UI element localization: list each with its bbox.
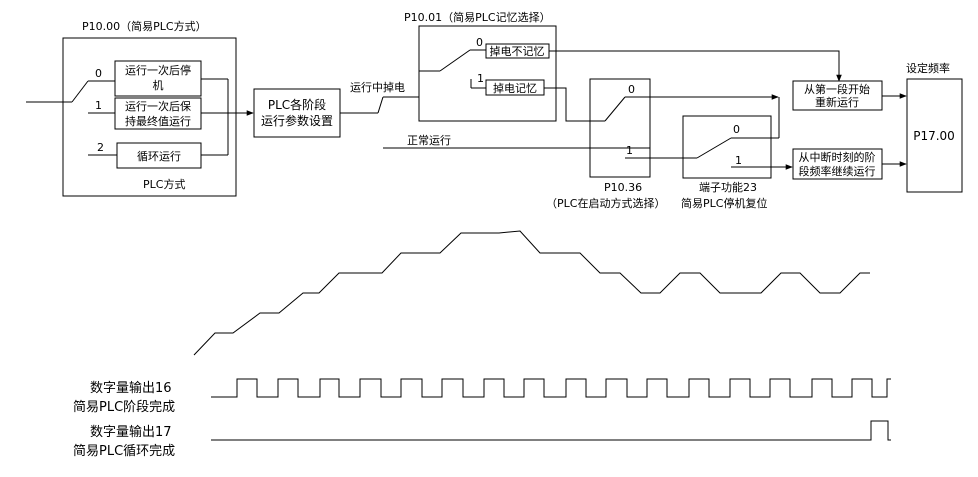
plc-mode-frame <box>62 37 237 197</box>
power-loss-rise <box>377 96 384 114</box>
no-memory-to-restart-arrow <box>549 50 842 82</box>
memory-switch <box>439 49 471 72</box>
stage-complete-pulse-train <box>211 378 891 398</box>
plc-mode-param-label: P10.00（简易PLC方式） <box>82 19 207 33</box>
restart-select-caption: （PLC在启动方式选择） <box>546 196 665 210</box>
stage-params-box <box>253 88 341 138</box>
power-loss-label: 运行中掉电 <box>350 80 405 94</box>
outcome-resume-text1: 从中断时刻的阶 <box>799 150 876 164</box>
normal-run-label: 正常运行 <box>407 134 451 147</box>
set-freq-label: 设定频率 <box>906 61 950 75</box>
restart-select-switch <box>604 96 626 122</box>
plc-mode-footer: PLC方式 <box>143 177 185 191</box>
plc-option-0-text2: 机 <box>153 78 164 92</box>
plc-option-1-text1: 运行一次后保 <box>125 99 191 113</box>
signal-cycle-label-1: 数字量输出17 <box>90 424 172 440</box>
signal-stage-label-2: 简易PLC阶段完成 <box>73 399 175 415</box>
restart-select-frame <box>589 78 651 178</box>
plc-option-2-text: 循环运行 <box>137 150 181 163</box>
terminal-index-1: 1 <box>735 154 742 167</box>
memory-option-1-text: 掉电记忆 <box>493 81 537 95</box>
plc-option-0-text1: 运行一次后停 <box>125 63 191 77</box>
signal-stage-label-1: 数字量输出16 <box>90 380 172 396</box>
plc-mode-switch <box>71 80 89 103</box>
set-freq-value: P17.00 <box>913 129 955 143</box>
memory-option-1-index: 1 <box>477 72 484 85</box>
signal-cycle-label-2: 简易PLC循环完成 <box>73 443 175 459</box>
memory-option-0-index: 0 <box>476 36 483 49</box>
restart-select-index-0: 0 <box>628 83 635 96</box>
plc-option-1-text2: 持最终值运行 <box>125 114 191 128</box>
terminal-index-0: 0 <box>733 123 740 136</box>
outcome-resume-text2: 段频率继续运行 <box>799 164 876 178</box>
memory-to-restart-select <box>544 87 605 122</box>
memory-option-0-text: 掉电不记忆 <box>490 44 545 58</box>
plc-option-2-index: 2 <box>97 141 104 154</box>
outcome-restart-text1: 从第一段开始 <box>804 82 870 96</box>
terminal-caption-1: 端子功能23 <box>699 180 757 194</box>
plc-option-0-index: 0 <box>95 67 102 80</box>
terminal-frame <box>682 115 772 179</box>
terminal-switch <box>696 137 732 159</box>
plc-option-1-index: 1 <box>95 99 102 112</box>
restart-select-index-1: 1 <box>626 144 633 157</box>
stage-params-text1: PLC各阶段 <box>268 97 326 112</box>
memory-param-label: P10.01（简易PLC记忆选择） <box>404 10 551 24</box>
outcome-restart-text2: 重新运行 <box>815 95 859 109</box>
stage-params-text2: 运行参数设置 <box>261 113 333 128</box>
set-freq-box <box>906 78 963 193</box>
restart-select-param: P10.36 <box>604 181 642 194</box>
cycle-complete-pulse <box>211 420 891 441</box>
terminal-caption-2: 简易PLC停机复位 <box>681 196 767 210</box>
frequency-profile-curve <box>193 230 870 356</box>
memory-frame <box>418 25 557 122</box>
